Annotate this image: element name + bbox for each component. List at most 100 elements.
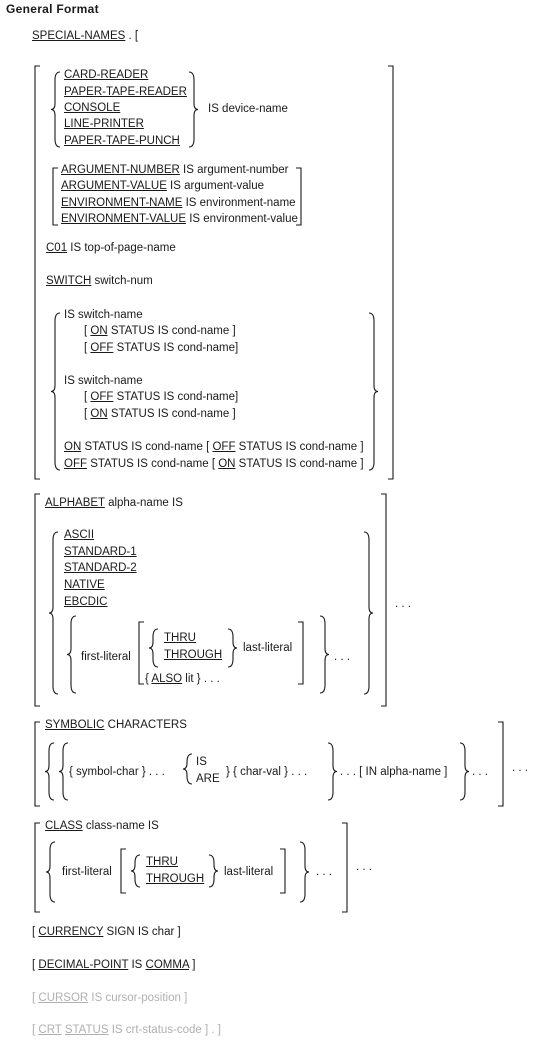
currency-clause: [ CURRENCY SIGN IS char ] xyxy=(32,926,181,939)
syntax-text: IS environment-value xyxy=(186,213,298,225)
device-name-option: PAPER-TAPE-PUNCH xyxy=(64,135,180,147)
keyword: ARGUMENT-VALUE xyxy=(61,180,167,192)
is-device-name-text: IS device-name xyxy=(208,103,288,115)
syntax-text: CHARACTERS xyxy=(104,719,187,731)
switch-off-status: [ OFF STATUS IS cond-name] xyxy=(84,391,238,404)
keyword: ENVIRONMENT-VALUE xyxy=(61,213,187,225)
ellipsis: . . . xyxy=(512,762,528,774)
symbolic-right-bracket xyxy=(498,721,504,807)
syntax-text: IS environment-name xyxy=(182,197,296,209)
range-left-bracket xyxy=(138,621,144,685)
switch-block-right-brace xyxy=(368,312,379,471)
thru-right-brace xyxy=(227,628,238,668)
syntax-text: STATUS IS cond-name ] xyxy=(107,325,236,337)
syntax-text: [ xyxy=(32,926,39,938)
keyword: OFF xyxy=(90,342,114,354)
switch-name-text: IS switch-name xyxy=(64,375,143,387)
device-name-option: CONSOLE xyxy=(64,102,121,114)
keyword: ALSO xyxy=(151,673,183,685)
ellipsis: . . . xyxy=(356,861,372,873)
syntax-text: ] xyxy=(189,959,196,971)
syntax-text: [ xyxy=(84,325,91,337)
syntax-text: [ xyxy=(32,959,39,971)
syntax-text: SIGN IS char ] xyxy=(103,926,181,938)
class-right-brace xyxy=(299,841,310,903)
syntax-text: STATUS IS cond-name ] xyxy=(235,441,364,453)
class-right-bracket xyxy=(342,822,348,913)
alphabet-option: NATIVE xyxy=(64,579,105,591)
keyword: ARGUMENT-NUMBER xyxy=(61,164,180,176)
syntax-text: { xyxy=(145,673,152,685)
thru-keyword: THRU xyxy=(164,632,196,644)
keyword: DECIMAL-POINT xyxy=(38,959,129,971)
alphabet-option: ASCII xyxy=(64,529,95,541)
is-are-left-brace xyxy=(182,753,193,785)
first-literal-right-brace xyxy=(319,615,330,694)
outer-left-bracket xyxy=(34,65,40,480)
alphabet-option: STANDARD-1 xyxy=(64,546,137,558)
keyword: ALPHABET xyxy=(45,497,105,509)
symbolic-inner-right-brace xyxy=(327,742,338,801)
switch-off-status: [ OFF STATUS IS cond-name] xyxy=(84,342,238,355)
also-lit-clause: { ALSO lit } . . . xyxy=(145,673,220,686)
are-keyword: ARE xyxy=(196,773,220,785)
ellipsis: . . . xyxy=(472,766,488,778)
syntax-text: [ xyxy=(84,342,91,354)
device-name-option: CARD-READER xyxy=(64,69,149,81)
switch-on-status: [ ON STATUS IS cond-name ] xyxy=(84,325,236,338)
syntax-text: STATUS IS cond-name ] xyxy=(107,408,236,420)
syntax-text: class-name IS xyxy=(82,820,159,832)
syntax-text: STATUS IS cond-name [ xyxy=(87,458,219,470)
device-names-left-brace xyxy=(50,71,61,148)
syntax-text: STATUS IS cond-name [ xyxy=(81,441,213,453)
keyword: SWITCH xyxy=(46,275,92,287)
first-literal-left-brace xyxy=(66,615,77,694)
range-right-bracket xyxy=(298,621,304,685)
thru-left-brace xyxy=(148,628,159,668)
keyword: CURSOR xyxy=(38,992,89,1004)
syntax-text: [ xyxy=(84,391,91,403)
last-literal-text: last-literal xyxy=(224,866,274,878)
first-literal-text: first-literal xyxy=(62,866,112,878)
switch-name-text: IS switch-name xyxy=(64,309,143,321)
through-keyword: THROUGH xyxy=(164,649,223,661)
symbolic-inner-left-brace xyxy=(58,742,69,801)
char-val-text: } { char-val } . . . xyxy=(226,766,308,778)
syntax-text: [ xyxy=(32,992,39,1004)
alphabet-right-brace xyxy=(363,531,374,695)
argument-left-bracket xyxy=(52,167,58,226)
symbolic-left-bracket xyxy=(34,721,40,807)
syntax-text: IS cursor-position ] xyxy=(88,992,188,1004)
syntax-text: alpha-name IS xyxy=(104,497,183,509)
syntax-text: [ xyxy=(32,1024,39,1036)
ellipsis: . . . xyxy=(395,598,411,610)
alphabet-option: EBCDIC xyxy=(64,596,108,608)
syntax-text: STATUS IS cond-name] xyxy=(113,342,239,354)
argument-clause: ENVIRONMENT-NAME IS environment-name xyxy=(61,197,296,210)
c01-clause: C01 IS top-of-page-name xyxy=(46,242,176,255)
symbolic-header: SYMBOLIC CHARACTERS xyxy=(45,719,187,732)
syntax-text: [ xyxy=(84,408,91,420)
class-left-brace xyxy=(45,841,56,903)
keyword: STATUS xyxy=(64,1024,109,1036)
device-name-option: LINE-PRINTER xyxy=(64,118,144,130)
argument-right-bracket xyxy=(296,167,302,226)
keyword: ON xyxy=(90,408,108,420)
keyword: CRT xyxy=(38,1024,62,1036)
switch-block-left-brace xyxy=(50,312,61,471)
crt-status-clause: [ CRT STATUS IS crt-status-code ] . ] xyxy=(32,1024,221,1037)
syntax-text: lit } . . . xyxy=(182,673,220,685)
keyword: CURRENCY xyxy=(38,926,104,938)
syntax-text: . [ xyxy=(125,30,139,42)
class-range-right-bracket xyxy=(280,848,286,894)
keyword: SPECIAL-NAMES xyxy=(32,30,126,42)
keyword: OFF xyxy=(64,458,87,470)
status-combo-line: ON STATUS IS cond-name [ OFF STATUS IS c… xyxy=(64,441,364,454)
switch-clause: SWITCH switch-num xyxy=(46,275,153,288)
device-names-right-brace xyxy=(188,71,199,148)
class-header: CLASS class-name IS xyxy=(45,820,159,833)
keyword: ON xyxy=(218,458,236,470)
alphabet-header: ALPHABET alpha-name IS xyxy=(45,497,183,510)
class-thru-right-brace xyxy=(208,854,219,888)
argument-clause: ARGUMENT-VALUE IS argument-value xyxy=(61,180,264,193)
